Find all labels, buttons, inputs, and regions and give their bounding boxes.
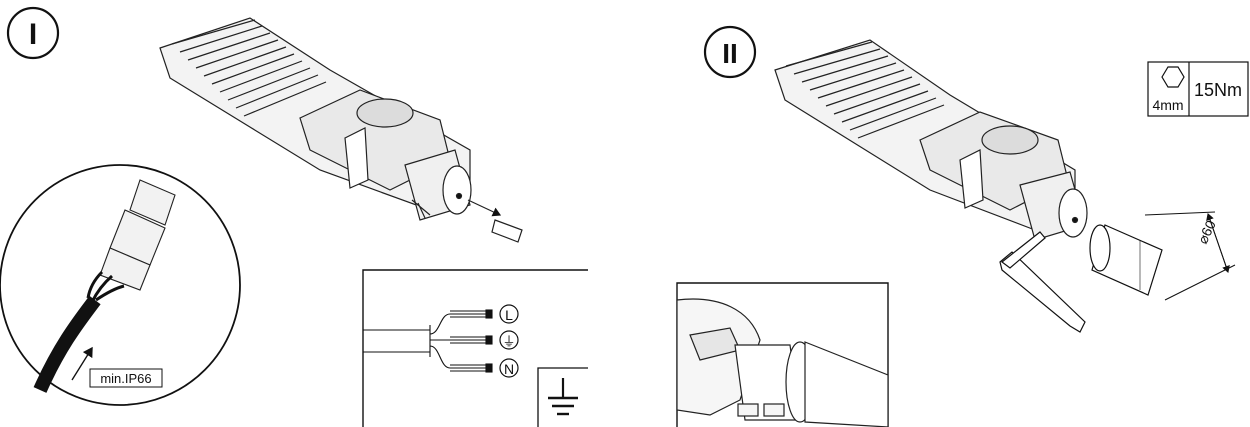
driver-cover-1 <box>356 98 414 128</box>
heatsink-fins-2 <box>785 41 945 139</box>
step-1-label: I <box>29 18 37 51</box>
step-1-marker: I <box>6 6 60 60</box>
tool-size-label: 4mm <box>1152 97 1183 113</box>
step-2-marker: II <box>703 25 757 79</box>
terminal-N-label: N <box>504 361 514 377</box>
step-2-label: II <box>722 38 738 69</box>
terminal-earth-label: ⏚ <box>502 334 515 349</box>
driver-cover-2 <box>981 125 1039 155</box>
terminal-N: N <box>499 358 519 378</box>
mounted-clamp-detail <box>676 282 889 427</box>
cable-wires <box>33 270 125 393</box>
wiring-detail: L ⏚ N <box>362 269 588 427</box>
pole <box>1089 224 1163 296</box>
terminal-L: L <box>499 304 519 324</box>
ip-rating-label: min.IP66 <box>100 371 151 386</box>
cable-gland <box>99 179 176 291</box>
wiring-cable <box>363 309 493 373</box>
insert-direction-arrow <box>71 346 93 381</box>
cable-gland-detail: min.IP66 <box>0 164 241 406</box>
terminal-earth: ⏚ <box>499 330 519 350</box>
luminaire-1 <box>159 17 472 221</box>
terminal-L-label: L <box>505 307 513 323</box>
luminaire-2 <box>774 39 1088 241</box>
cable-insert-1 <box>467 199 523 243</box>
hex-key-icon <box>999 231 1086 333</box>
ip-rating-box <box>89 368 163 388</box>
torque-spec-box: 4mm 15Nm <box>1147 61 1249 117</box>
earth-symbol-icon <box>537 367 588 427</box>
pole-diameter-label: ⌀60 <box>1194 218 1219 247</box>
torque-label: 15Nm <box>1194 80 1242 100</box>
hex-socket-icon <box>1161 66 1185 88</box>
heatsink-fins-1 <box>171 19 327 117</box>
